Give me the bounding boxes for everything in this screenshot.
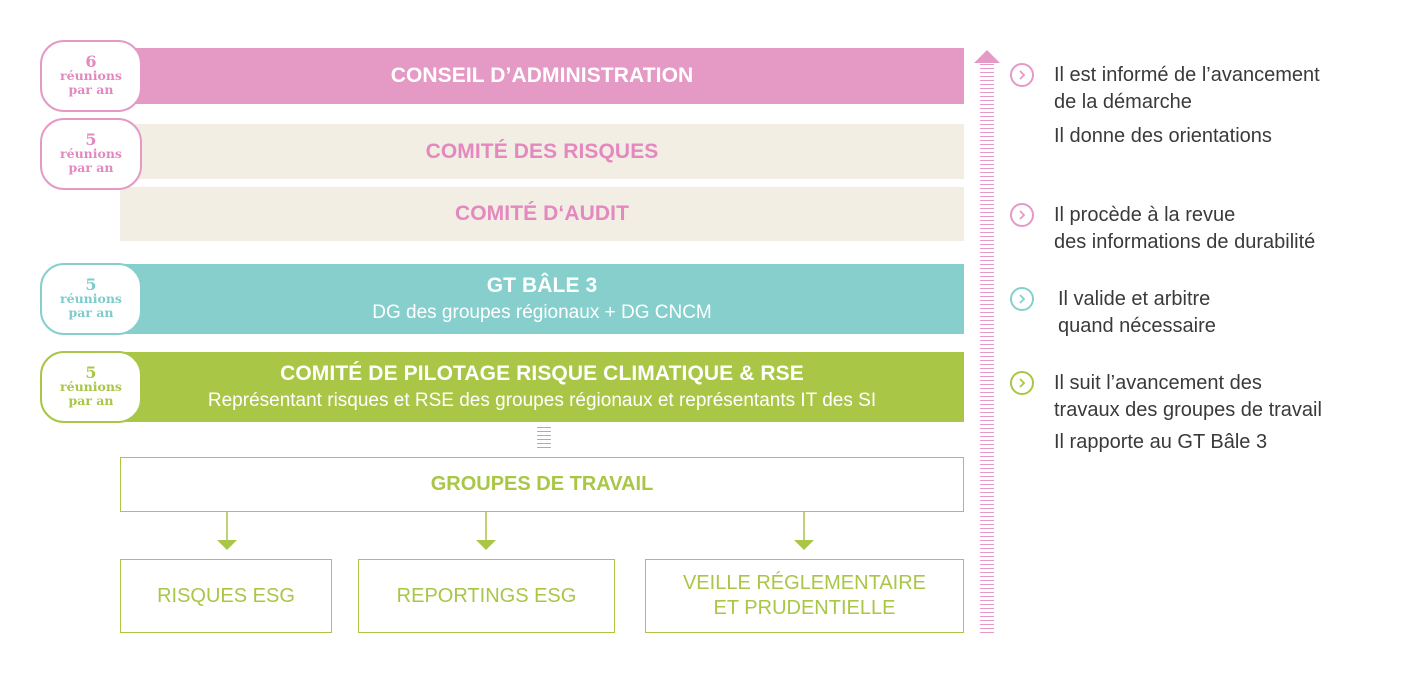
- description-line: des informations de durabilité: [1054, 231, 1316, 253]
- description-gt: Il valide et arbitre quand nécessaire: [1010, 286, 1216, 340]
- badge-number: 5: [85, 363, 97, 382]
- badge-label: par an: [68, 393, 114, 408]
- badge-label: réunions: [60, 146, 122, 161]
- description-line: Il procède à la revue: [1054, 204, 1236, 226]
- conseil-title: CONSEIL D’ADMINISTRATION: [390, 64, 694, 87]
- conseil-bar: CONSEIL D’ADMINISTRATION: [120, 48, 964, 104]
- badge-label: par an: [68, 82, 114, 97]
- comite-pilotage-subtitle: Représentant risques et RSE des groupes …: [207, 390, 877, 411]
- comite-audit-bar: COMITÉ D‘AUDIT: [120, 187, 964, 241]
- veille-reglementaire-box: VEILLE RÉGLEMENTAIRE ET PRUDENTIELLE: [645, 559, 964, 633]
- description-conseil: Il est informé de l’avancement de la dém…: [1010, 62, 1320, 150]
- meetings-badge-risques: 5 réunions par an: [40, 118, 142, 190]
- gt-bale3-bar: GT BÂLE 3 DG des groupes régionaux + DG …: [120, 264, 964, 334]
- arrow-down-icon: [476, 512, 496, 550]
- gt-bale3-title: GT BÂLE 3: [486, 274, 598, 297]
- arrow-down-icon: [794, 512, 814, 550]
- meetings-badge-gt: 5 réunions par an: [40, 263, 142, 335]
- arrow-down-icon: [217, 512, 237, 550]
- vertical-scale: [980, 64, 994, 634]
- meetings-badge-pilotage: 5 réunions par an: [40, 351, 142, 423]
- groupes-travail-title: GROUPES DE TRAVAIL: [430, 473, 654, 495]
- badge-label: réunions: [60, 291, 122, 306]
- comite-pilotage-title: COMITÉ DE PILOTAGE RISQUE CLIMATIQUE & R…: [280, 362, 804, 385]
- comite-risques-title: COMITÉ DES RISQUES: [425, 139, 659, 163]
- comite-risques-bar: COMITÉ DES RISQUES: [120, 124, 964, 179]
- description-line: quand nécessaire: [1058, 315, 1216, 337]
- risques-esg-box: RISQUES ESG: [120, 559, 332, 633]
- comite-audit-title: COMITÉ D‘AUDIT: [454, 202, 630, 225]
- badge-number: 5: [85, 275, 97, 294]
- description-comites: Il procède à la revue des informations d…: [1010, 202, 1315, 256]
- description-line: Il donne des orientations: [1054, 125, 1272, 147]
- description-pilotage: Il suit l’avancement des travaux des gro…: [1010, 370, 1322, 456]
- veille-label-line1: VEILLE RÉGLEMENTAIRE: [682, 572, 927, 594]
- description-line: Il est informé de l’avancement: [1054, 64, 1320, 86]
- connector-dashes: [537, 427, 551, 451]
- groupes-travail-box: GROUPES DE TRAVAIL: [120, 457, 964, 512]
- description-line: Il valide et arbitre: [1058, 288, 1211, 310]
- description-line: Il rapporte au GT Bâle 3: [1054, 431, 1268, 453]
- arrow-up-icon: [974, 50, 1000, 63]
- reportings-esg-label: REPORTINGS ESG: [396, 584, 577, 607]
- description-line: Il suit l’avancement des: [1054, 372, 1262, 394]
- comite-pilotage-bar: COMITÉ DE PILOTAGE RISQUE CLIMATIQUE & R…: [120, 352, 964, 422]
- badge-label: réunions: [60, 68, 122, 83]
- veille-label-line2: ET PRUDENTIELLE: [713, 597, 896, 619]
- badge-label: réunions: [60, 379, 122, 394]
- description-line: travaux des groupes de travail: [1054, 399, 1322, 421]
- badge-label: par an: [68, 305, 114, 320]
- chevron-right-circle-icon: [1010, 371, 1034, 395]
- risques-esg-label: RISQUES ESG: [157, 584, 295, 607]
- chevron-right-circle-icon: [1010, 63, 1034, 87]
- gt-bale3-subtitle: DG des groupes régionaux + DG CNCM: [372, 302, 712, 323]
- badge-label: par an: [68, 160, 114, 175]
- meetings-badge-conseil: 6 réunions par an: [40, 40, 142, 112]
- chevron-right-circle-icon: [1010, 203, 1034, 227]
- description-line: de la démarche: [1054, 91, 1192, 113]
- chevron-right-circle-icon: [1010, 287, 1034, 311]
- badge-number: 5: [85, 130, 97, 149]
- badge-number: 6: [85, 52, 97, 71]
- reportings-esg-box: REPORTINGS ESG: [358, 559, 615, 633]
